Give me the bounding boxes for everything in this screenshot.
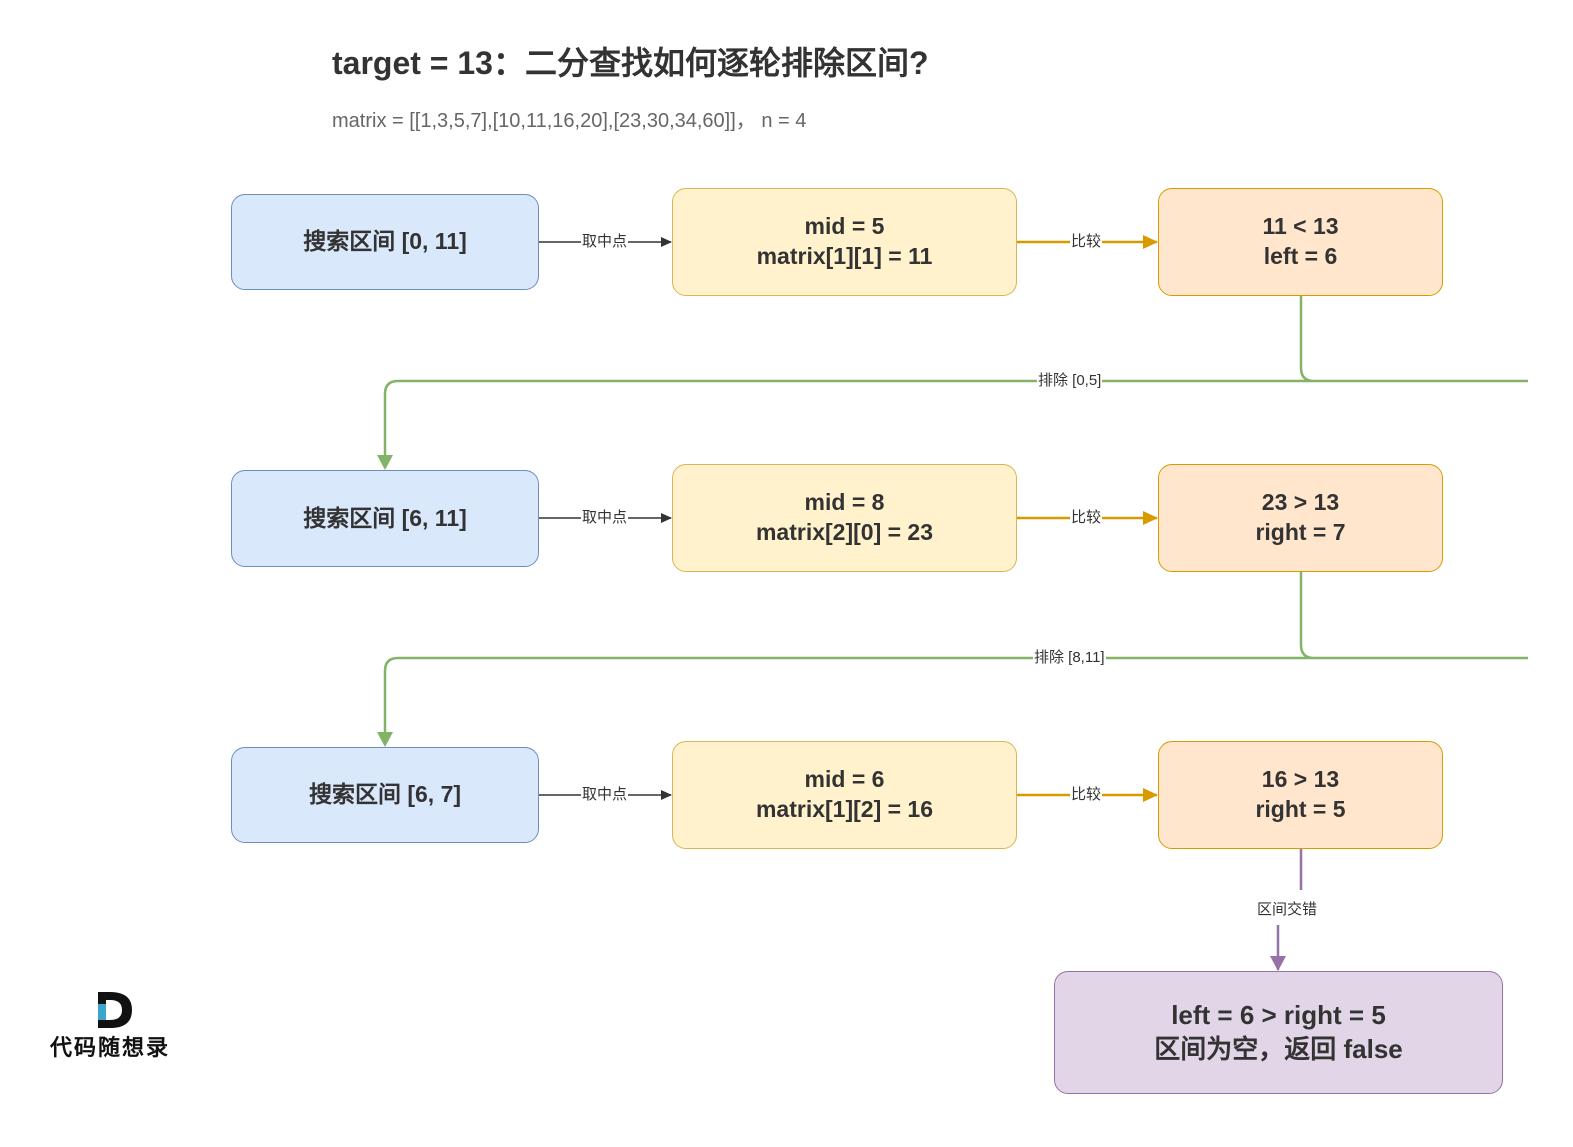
search-range-node-1: 搜索区间 [0, 11] xyxy=(231,194,539,290)
edge-label-take-mid-2: 取中点 xyxy=(581,509,629,527)
mid-cell-value: matrix[1][2] = 16 xyxy=(755,796,934,822)
edge-exclude-2 xyxy=(383,572,1528,745)
search-range-node-3: 搜索区间 [6, 7] xyxy=(231,747,539,843)
comparison-result: 11 < 13 xyxy=(1262,213,1339,240)
search-range-label: 搜索区间 [6, 11] xyxy=(303,504,467,531)
mid-value: mid = 5 xyxy=(804,213,885,240)
result-condition: left = 6 > right = 5 xyxy=(1171,999,1386,1030)
result-node: left = 6 > right = 5 区间为空，返回 false xyxy=(1054,971,1503,1094)
brand-logo xyxy=(98,992,132,1028)
edge-label-compare-3: 比较 xyxy=(1070,786,1103,804)
edge-label-compare-2: 比较 xyxy=(1070,509,1103,527)
result-conclusion: 区间为空，返回 false xyxy=(1154,1033,1403,1064)
edge-exclude-2-arrowhead xyxy=(377,732,393,747)
comparison-result: 23 > 13 xyxy=(1261,489,1340,516)
mid-value: mid = 8 xyxy=(804,489,885,516)
mid-value: mid = 6 xyxy=(804,766,885,793)
pointer-update: right = 7 xyxy=(1255,519,1346,545)
edge-label-take-mid-1: 取中点 xyxy=(581,233,629,251)
edge-label-exclude-1: 排除 [0,5] xyxy=(1037,372,1103,390)
edge-label-interval-crossed: 区间交错 xyxy=(1256,901,1319,919)
brand-logo-text: 代码随想录 xyxy=(50,1035,171,1061)
search-range-label: 搜索区间 [6, 7] xyxy=(308,781,462,808)
compare-node-2: 23 > 13 right = 7 xyxy=(1158,464,1443,572)
search-range-node-2: 搜索区间 [6, 11] xyxy=(231,470,539,567)
compare-node-1: 11 < 13 left = 6 xyxy=(1158,188,1443,296)
edge-exclude-1 xyxy=(383,296,1528,468)
edge-label-exclude-2: 排除 [8,11] xyxy=(1033,649,1106,667)
compare-node-3: 16 > 13 right = 5 xyxy=(1158,741,1443,849)
pointer-update: left = 6 xyxy=(1263,243,1338,269)
edge-interval-crossed-arrowhead xyxy=(1270,956,1286,971)
edge-label-compare-1: 比较 xyxy=(1070,233,1103,251)
edge-exclude-1-arrowhead xyxy=(377,455,393,470)
pointer-update: right = 5 xyxy=(1255,796,1346,822)
mid-node-1: mid = 5 matrix[1][1] = 11 xyxy=(672,188,1017,296)
matrix-description: matrix = [[1,3,5,7],[10,11,16,20],[23,30… xyxy=(332,110,807,132)
mid-node-3: mid = 6 matrix[1][2] = 16 xyxy=(672,741,1017,849)
page-title: target = 13：二分查找如何逐轮排除区间? xyxy=(332,45,929,81)
mid-node-2: mid = 8 matrix[2][0] = 23 xyxy=(672,464,1017,572)
edge-label-take-mid-3: 取中点 xyxy=(581,786,629,804)
comparison-result: 16 > 13 xyxy=(1261,766,1340,793)
mid-cell-value: matrix[1][1] = 11 xyxy=(756,243,933,269)
mid-cell-value: matrix[2][0] = 23 xyxy=(755,519,934,545)
search-range-label: 搜索区间 [0, 11] xyxy=(303,228,467,255)
